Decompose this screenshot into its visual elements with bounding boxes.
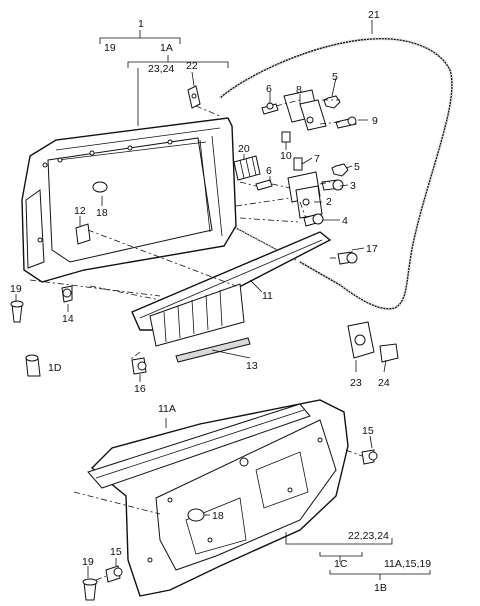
label-5-upper: 5 [332,71,338,83]
label-4: 4 [342,215,348,227]
bolt-3 [321,179,344,191]
label-11A-15-19: 11A,15,19 [384,558,431,570]
top-bracket-group [99,30,229,126]
screw-15-left [105,565,123,583]
label-24: 24 [378,377,390,389]
label-1A: 1A [160,42,173,54]
screw-19-bottom [82,578,98,601]
label-10: 10 [280,150,292,162]
label-7: 7 [314,153,320,165]
bolt-6-lower [255,179,273,191]
label-9: 9 [372,115,378,127]
screw-19-left [10,300,24,323]
label-11A: 11A [158,403,176,415]
label-1D: 1D [48,362,62,374]
assembly-lines [29,99,363,581]
screw-16 [131,357,147,375]
cap-10 [281,131,291,143]
label-1C: 1C [334,558,348,570]
door-shell-upper [21,117,237,283]
upper-hinge [283,89,327,131]
label-8: 8 [296,84,302,96]
label-18-upper: 18 [96,207,108,219]
label-14: 14 [62,313,74,325]
bracket-12 [75,223,91,245]
trim-strip-11 [131,231,332,347]
label-6-upper: 6 [266,83,272,95]
label-6-lower: 6 [266,165,272,177]
label-22-23-24: 22,23,24 [348,530,389,542]
label-23-24: 23,24 [148,63,174,75]
label-12: 12 [74,205,86,217]
callout-labels: 1 19 1A 23,24 22 21 5 6 8 9 10 7 5 6 3 2… [10,9,431,594]
label-1B: 1B [374,582,387,594]
label-3: 3 [350,180,356,192]
label-21: 21 [368,9,380,21]
label-11: 11 [262,290,273,302]
label-23: 23 [350,377,362,389]
door-panel-lower [87,399,349,597]
label-2: 2 [326,196,332,208]
label-17: 17 [366,243,378,255]
nut-5-lower [331,163,349,177]
clip-22 [187,85,201,109]
label-18-lower: 18 [212,510,224,522]
bolt-14 [61,285,73,303]
catch-23 [347,321,375,359]
label-19-top: 19 [104,42,116,54]
label-1: 1 [138,18,144,30]
label-22: 22 [186,60,198,72]
label-5-lower: 5 [354,161,360,173]
label-15-right: 15 [362,425,374,437]
label-19-left: 19 [10,283,22,295]
label-19-bottom: 19 [82,556,94,568]
clip-24 [379,343,399,363]
plug-18-upper [92,181,108,193]
pad-20 [233,155,261,181]
lower-hinge [287,171,323,219]
pin-7 [293,157,303,171]
label-16: 16 [134,383,146,395]
bottom-bracket-group [285,532,431,580]
label-13: 13 [246,360,258,372]
screw-9 [335,116,357,129]
leader-lines [15,20,387,578]
screw-15-right [361,449,378,465]
label-15-left: 15 [110,546,122,558]
screw-4 [303,213,324,227]
label-20: 20 [238,143,250,155]
insert-1D [25,354,41,377]
screw-17 [337,251,358,265]
